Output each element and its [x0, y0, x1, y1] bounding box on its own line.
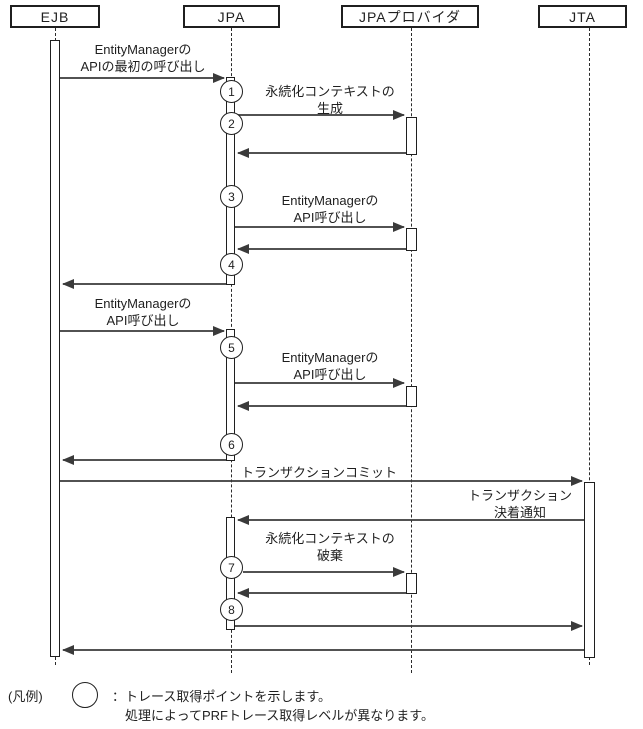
label-tx-commit-text: トランザクションコミット: [241, 465, 398, 480]
label-create-context-line2: 生成: [316, 101, 343, 116]
legend-trace-point-icon: [72, 682, 98, 708]
label-tx-settlement-line1: トランザクション: [467, 488, 572, 503]
label-api-call-1: EntityManagerの API呼び出し: [245, 192, 415, 226]
label-first-api-call: EntityManagerの APIの最初の呼び出し: [62, 41, 224, 75]
activation-jta: [584, 482, 595, 658]
label-api-call-3-line2: API呼び出し: [293, 367, 367, 382]
trace-point-6: 6: [220, 433, 243, 456]
label-api-call-2-line2: API呼び出し: [106, 313, 180, 328]
trace-point-4-number: 4: [228, 257, 235, 272]
participant-label-jpa: JPA: [217, 8, 246, 25]
trace-point-1-number: 1: [228, 84, 235, 99]
participant-box-jpa: JPA: [183, 5, 280, 28]
lifeline-jpa-provider: [411, 28, 412, 673]
activation-jpa-2: [226, 329, 235, 461]
participant-label-ejb: EJB: [40, 8, 70, 25]
activation-ejb: [50, 40, 60, 657]
label-destroy-context: 永続化コンテキストの 破棄: [245, 530, 415, 564]
label-api-call-1-line2: API呼び出し: [293, 210, 367, 225]
activation-provider-2: [406, 228, 417, 251]
participant-label-jpa-provider: JPAプロバイダ: [358, 8, 462, 25]
label-destroy-context-line2: 破棄: [316, 548, 343, 563]
activation-jpa-1: [226, 77, 235, 285]
label-tx-settlement-line2: 決着通知: [493, 505, 546, 520]
trace-point-5-number: 5: [228, 340, 235, 355]
trace-point-7: 7: [220, 556, 243, 579]
trace-point-3: 3: [220, 185, 243, 208]
participant-box-jta: JTA: [538, 5, 627, 28]
trace-point-8-number: 8: [228, 602, 235, 617]
label-api-call-3: EntityManagerの API呼び出し: [245, 349, 415, 383]
label-tx-commit: トランザクションコミット: [241, 464, 441, 481]
label-api-call-3-line1: EntityManagerの: [281, 350, 379, 365]
legend-caption: (凡例): [8, 689, 43, 704]
trace-point-2-number: 2: [228, 116, 235, 131]
label-first-api-call-line1: EntityManagerの: [94, 42, 192, 57]
trace-point-5: 5: [220, 336, 243, 359]
trace-point-6-number: 6: [228, 437, 235, 452]
trace-point-4: 4: [220, 253, 243, 276]
activation-provider-1: [406, 117, 417, 155]
activation-provider-4: [406, 573, 417, 594]
lifeline-jta: [589, 28, 590, 665]
legend-description-line1: ：トレース取得ポイントを示します。: [112, 689, 332, 704]
label-api-call-2: EntityManagerの API呼び出し: [62, 295, 224, 329]
trace-point-1: 1: [220, 80, 243, 103]
participant-box-ejb: EJB: [10, 5, 100, 28]
participant-label-jta: JTA: [569, 8, 596, 25]
trace-point-2: 2: [220, 112, 243, 135]
label-api-call-2-line1: EntityManagerの: [94, 296, 192, 311]
label-tx-settlement: トランザクション 決着通知: [440, 487, 600, 521]
label-create-context: 永続化コンテキストの 生成: [245, 83, 415, 117]
label-api-call-1-line1: EntityManagerの: [281, 193, 379, 208]
label-create-context-line1: 永続化コンテキストの: [265, 84, 395, 99]
label-first-api-call-line2: APIの最初の呼び出し: [80, 59, 206, 74]
activation-provider-3: [406, 386, 417, 407]
trace-point-7-number: 7: [228, 560, 235, 575]
label-destroy-context-line1: 永続化コンテキストの: [265, 531, 395, 546]
participant-box-jpa-provider: JPAプロバイダ: [341, 5, 479, 28]
legend-description-line2: 処理によってPRFトレース取得レベルが異なります。: [125, 708, 435, 723]
trace-point-8: 8: [220, 598, 243, 621]
trace-point-3-number: 3: [228, 189, 235, 204]
